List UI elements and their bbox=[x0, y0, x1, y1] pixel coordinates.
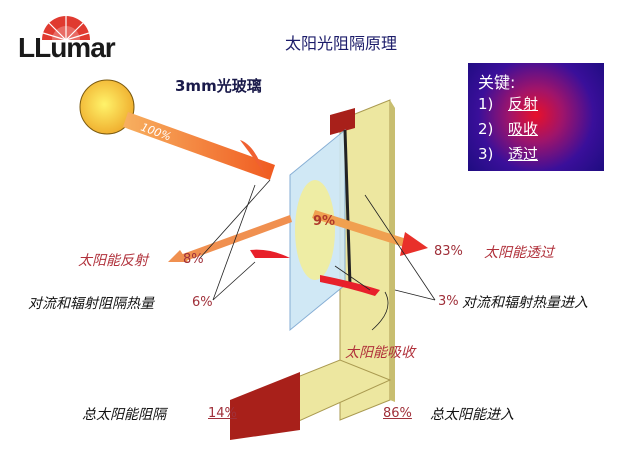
key-item-absorb: 2) 吸收 bbox=[478, 118, 538, 139]
key-num: 3) bbox=[478, 145, 494, 163]
reflect-value: 8% bbox=[183, 252, 204, 267]
total-entering-value: 86% bbox=[383, 406, 412, 421]
total-entering-label: 总太阳能进入 bbox=[430, 407, 514, 423]
glass-absorb-value: 9% bbox=[313, 214, 336, 229]
absorb-label: 太阳能吸收 bbox=[345, 345, 415, 361]
total-blocked-value: 14% bbox=[208, 406, 237, 421]
glass-label: 3mm光玻璃 bbox=[175, 77, 262, 95]
key-legend: 关键: 1) 反射 2) 吸收 3) 透过 bbox=[468, 63, 604, 171]
key-label: 反射 bbox=[508, 95, 539, 113]
reflect-label: 太阳能反射 bbox=[78, 253, 148, 269]
sun-icon bbox=[79, 79, 135, 135]
transmit-value: 83% bbox=[434, 244, 463, 259]
key-num: 2) bbox=[478, 120, 494, 138]
key-item-reflect: 1) 反射 bbox=[478, 93, 538, 114]
key-label: 吸收 bbox=[508, 120, 539, 138]
page-title: 太阳光阻隔原理 bbox=[285, 34, 398, 53]
total-blocked-label: 总太阳能阻隔 bbox=[82, 407, 166, 423]
key-title: 关键: bbox=[478, 73, 516, 92]
logo bbox=[18, 8, 108, 68]
logo-text: LLumar bbox=[18, 32, 116, 63]
key-label: 透过 bbox=[508, 145, 539, 163]
logo-sunburst-icon bbox=[42, 16, 90, 41]
convect-in-label: 对流和辐射热量进入 bbox=[462, 295, 588, 311]
key-item-transmit: 3) 透过 bbox=[478, 143, 538, 164]
convect-block-value: 6% bbox=[192, 295, 213, 310]
convect-in-value: 3% bbox=[438, 294, 459, 309]
transmit-label: 太阳能透过 bbox=[484, 245, 554, 261]
key-num: 1) bbox=[478, 95, 494, 113]
convect-block-label: 对流和辐射阻隔热量 bbox=[28, 296, 154, 312]
